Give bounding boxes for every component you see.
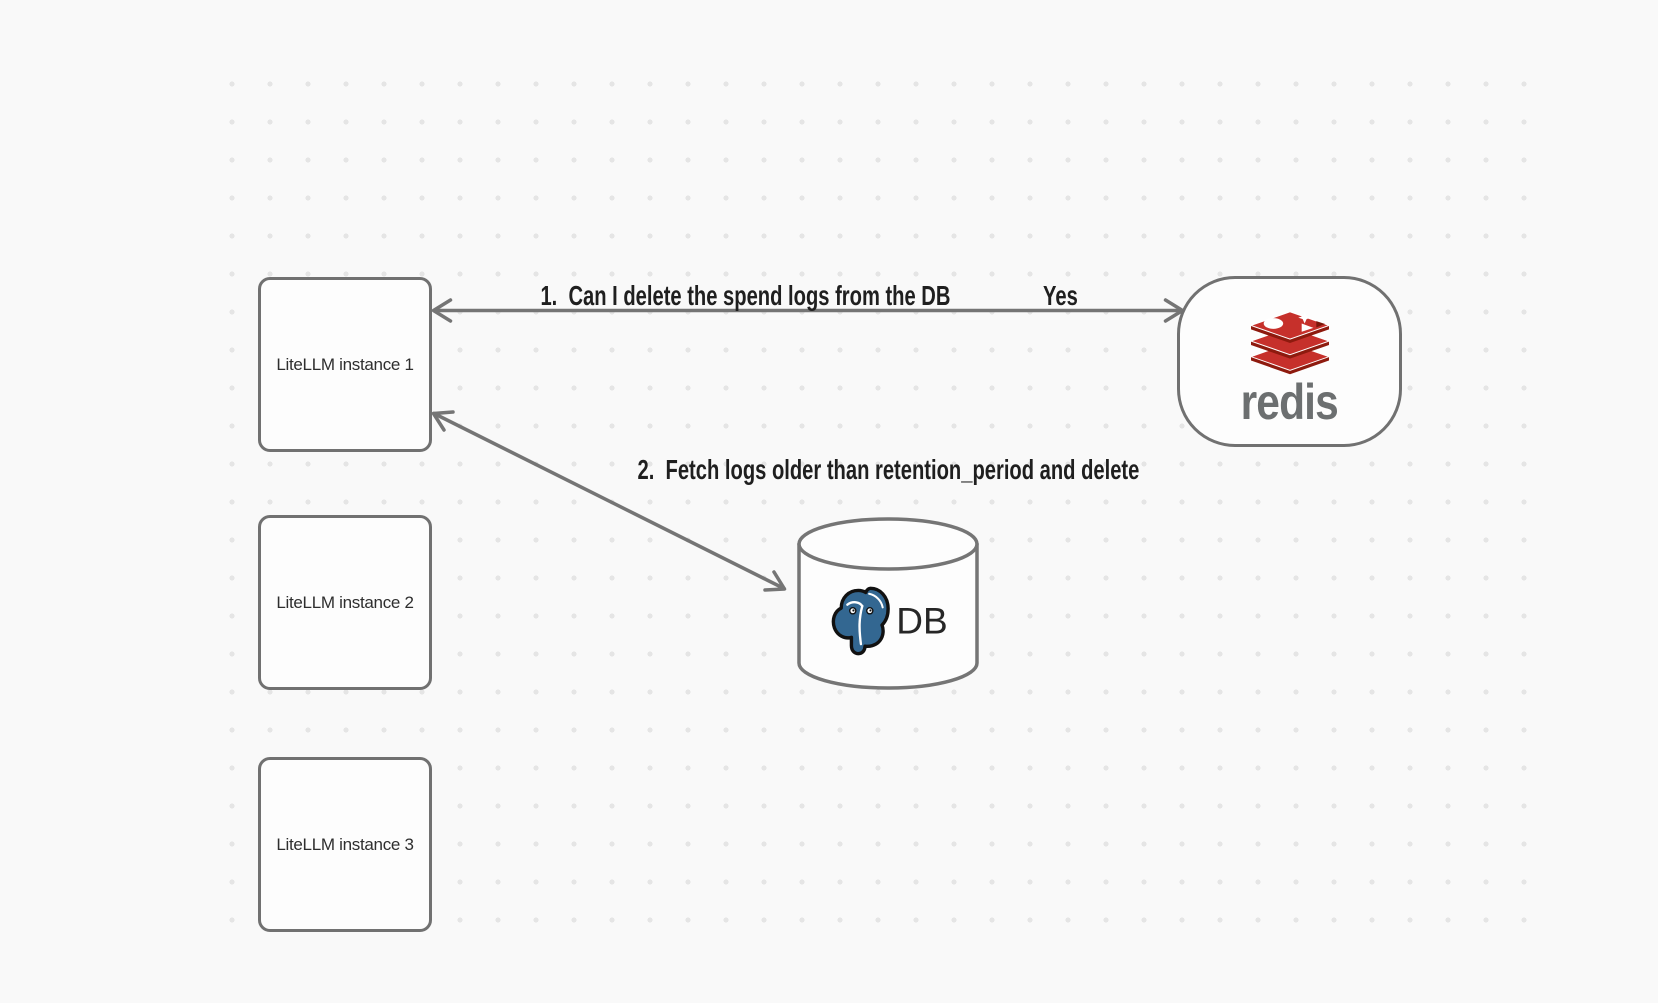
node-redis[interactable]: redis — [1177, 276, 1402, 447]
db-label: DB — [896, 600, 948, 641]
arrowhead-left — [431, 298, 453, 323]
node-label: LiteLLM instance 3 — [276, 834, 414, 854]
edge-label-yes[interactable]: Yes — [1043, 279, 1078, 311]
edge-label-2[interactable]: 2. Fetch logs older than retention_perio… — [637, 453, 1140, 485]
arrow-fetch-logs-and-delete[interactable] — [431, 410, 787, 592]
node-label: LiteLLM instance 1 — [276, 354, 414, 374]
arrowhead-upper — [431, 410, 455, 432]
db-node-content[interactable]: DB — [828, 586, 948, 657]
node-litellm-instance-3[interactable]: LiteLLM instance 3 — [258, 757, 432, 932]
dot-grid — [213, 65, 1545, 941]
edge-label-1[interactable]: 1. Can I delete the spend logs from the … — [540, 279, 951, 311]
node-label: LiteLLM instance 2 — [276, 592, 414, 612]
postgresql-logo-icon — [831, 586, 890, 656]
node-litellm-instance-1[interactable]: LiteLLM instance 1 — [258, 277, 432, 452]
redis-wordmark: redis — [1240, 374, 1339, 430]
redis-logo-icon — [1250, 311, 1329, 375]
node-litellm-instance-2[interactable]: LiteLLM instance 2 — [258, 515, 432, 690]
arrowhead-lower — [763, 570, 787, 592]
